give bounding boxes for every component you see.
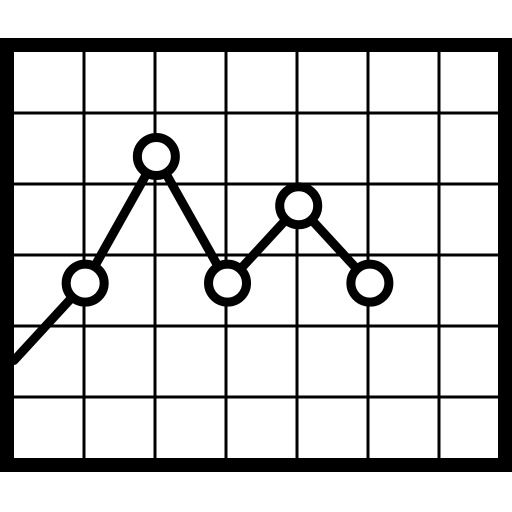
data-point-marker [132,133,180,181]
data-point-marker [204,259,252,307]
data-point-marker [275,182,323,230]
chart-frame [0,38,512,472]
data-point-marker [61,259,109,307]
series-line [9,152,375,365]
data-point-marker [346,259,394,307]
chart-markers [61,133,394,307]
